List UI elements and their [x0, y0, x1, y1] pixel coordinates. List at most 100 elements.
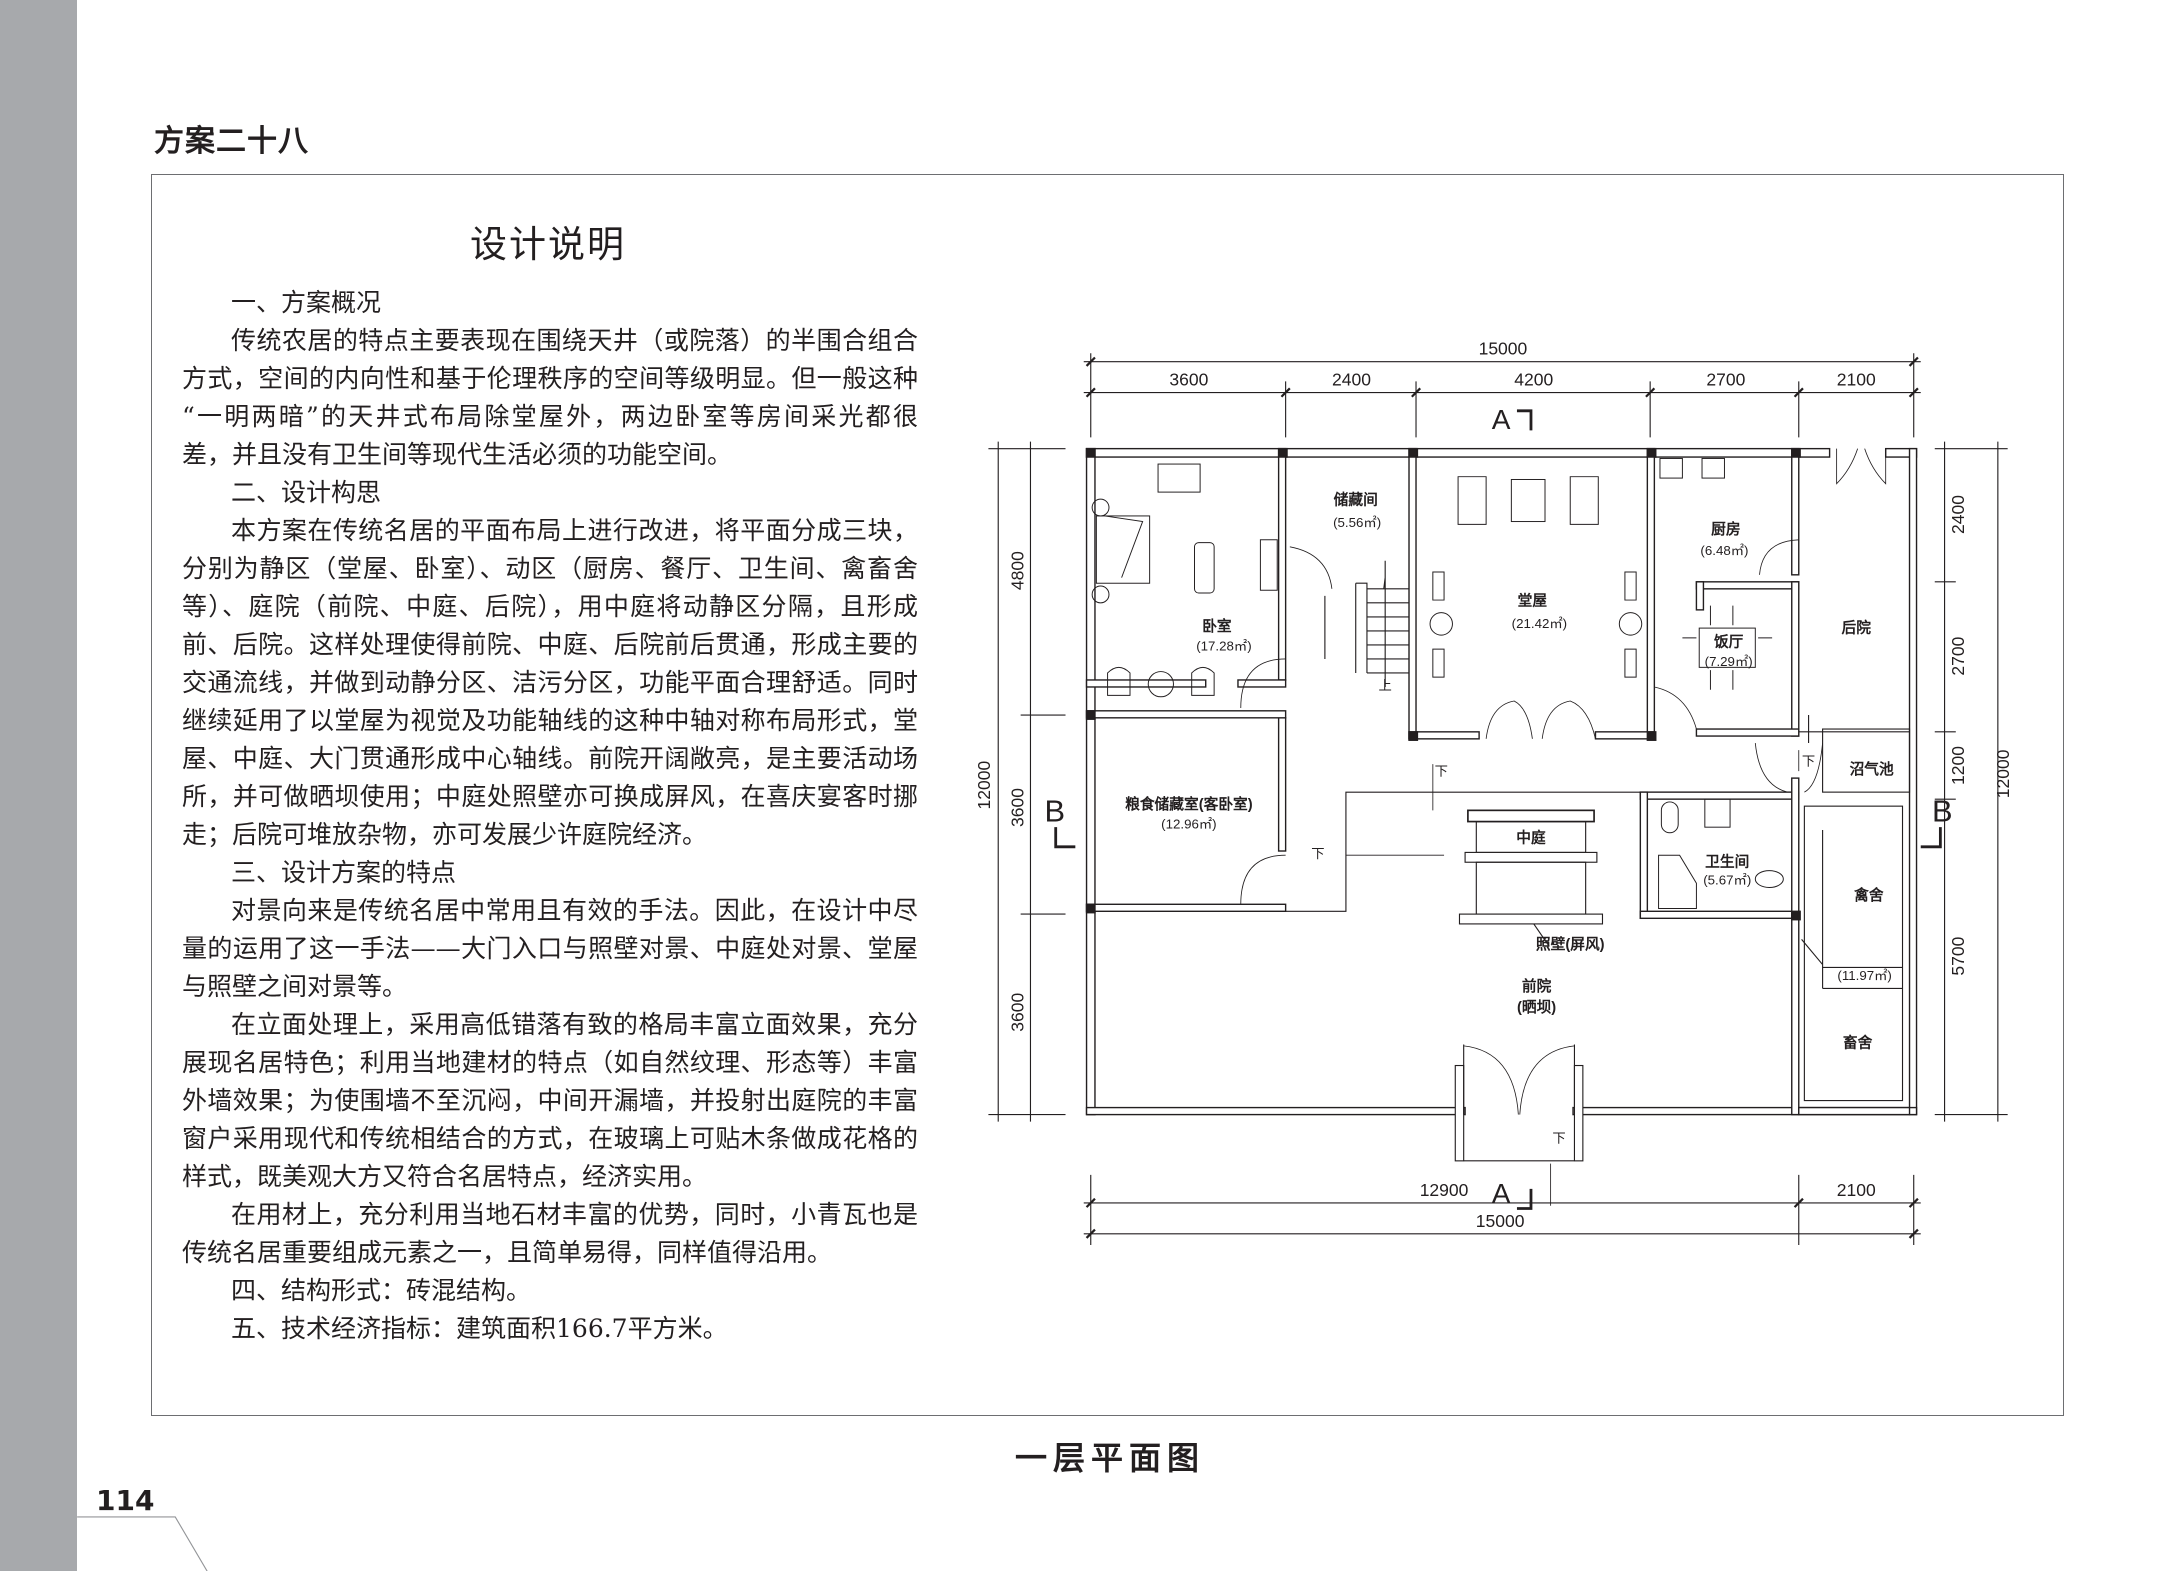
- text-line: 等）、庭院（前院、中庭、后院），用中庭将动静区分隔，且形成: [182, 592, 918, 621]
- dim-right: 2700: [1948, 636, 1968, 675]
- wall-segment: [1408, 731, 1480, 740]
- wall-segment: [1646, 447, 1656, 740]
- text-line: 在立面处理上，采用高低错落有致的格局丰富立面效果，充分: [231, 1010, 918, 1039]
- room-bedroom: 卧室: [1202, 617, 1232, 635]
- room-livestock: 畜舍: [1843, 1033, 1873, 1051]
- plan-caption: 一层平面图: [1015, 1439, 1206, 1477]
- wall-segment: [1639, 910, 1800, 920]
- wall-segment: [1798, 1106, 1911, 1116]
- wall-segment: [1572, 1106, 1918, 1116]
- dim-left: 3600: [1007, 993, 1027, 1032]
- text-line: 走；后院可堆放杂物，亦可发展少许庭院经济。: [182, 820, 708, 849]
- content-frame: [151, 174, 2064, 1416]
- column: [1408, 731, 1419, 741]
- wall-segment: [1695, 728, 1800, 737]
- step-down-label: 下: [1435, 763, 1448, 778]
- dim-left-total: 12000: [974, 761, 994, 810]
- room-frontyard: 前院: [1522, 977, 1552, 995]
- step-arrows: [1345, 750, 1800, 1206]
- main-gate: [1454, 1044, 1584, 1162]
- room-biogas: 沼气池: [1850, 760, 1894, 778]
- room-storage: 储藏间: [1334, 491, 1378, 509]
- scheme-title: 方案二十八: [154, 124, 309, 159]
- courtyard-edge: [1285, 791, 1641, 912]
- room-hall-area: (21.42㎡): [1512, 616, 1567, 631]
- column: [1646, 731, 1657, 741]
- text-line: 交通流线，并做到动静分区、洁污分区，功能平面合理舒适。同时: [182, 668, 918, 697]
- text-line: 在用材上，充分利用当地石材丰富的优势，同时，小青瓦也是: [231, 1200, 918, 1229]
- dim-bottom: 12900: [1420, 1180, 1469, 1200]
- room-kitchen-area: (6.48㎡): [1700, 543, 1748, 558]
- text-line: 所，并可做晒坝使用；中庭处照壁亦可换成屏风，在喜庆宴客时挪: [182, 782, 918, 811]
- dim-top: 4200: [1514, 370, 1553, 390]
- text-line: 外墙效果；为使围墙不至沉闷，中间开漏墙，并投射出庭院的丰富: [182, 1086, 918, 1115]
- column: [1085, 903, 1096, 914]
- wall-segment: [1085, 710, 1287, 719]
- text-line: 方式，空间的内向性和基于伦理秩序的空间等级明显。但一般这种: [182, 364, 918, 393]
- wall-segment: [1085, 1106, 1466, 1116]
- wall-segment: [1639, 791, 1649, 920]
- text-line: 传统名居重要组成元素之一，且简单易得，同样值得沿用。: [182, 1238, 833, 1267]
- room-bathroom: 卫生间: [1705, 852, 1749, 870]
- text-line: 差，并且没有卫生间等现代生活必须的功能空间。: [182, 440, 733, 469]
- section-mark-a-top: A: [1492, 404, 1511, 435]
- text-line: 前、后院。这样处理使得前院、中庭、后院前后贯通，形成主要的: [182, 630, 918, 659]
- dim-bottom-total: 15000: [1476, 1211, 1525, 1231]
- staircase: [1324, 560, 1410, 687]
- description-title: 设计说明: [470, 223, 626, 266]
- dim-right: 5700: [1948, 936, 1968, 975]
- bed-icon: [1095, 515, 1151, 584]
- dim-left: 3600: [1007, 788, 1027, 827]
- dim-top: 2700: [1706, 370, 1745, 390]
- wall-segment: [1639, 791, 1800, 800]
- dim-right-total: 12000: [1993, 749, 2013, 798]
- wall-segment: [1277, 447, 1287, 681]
- column: [1277, 447, 1288, 458]
- section-heading: 一、方案概况: [231, 288, 382, 317]
- text-line: 与照壁之间对景等。: [182, 972, 408, 1001]
- furniture: [1091, 457, 1784, 909]
- room-hall: 堂屋: [1518, 592, 1548, 610]
- section-heading: 四、结构形式：砖混结构。: [231, 1276, 532, 1305]
- screen-wall: [1458, 809, 1604, 947]
- room-dining: 饭厅: [1713, 632, 1744, 650]
- column: [1791, 447, 1801, 458]
- animal-sheds: [1798, 715, 1911, 1102]
- wall-segment: [1085, 679, 1207, 688]
- text-line: 对景向来是传统名居中常用且有效的手法。因此，在设计中尽: [231, 896, 918, 925]
- room-poultry-area: (11.97㎡): [1837, 968, 1891, 983]
- text-line: 本方案在传统名居的平面布局上进行改进，将平面分成三块，: [231, 516, 918, 545]
- column: [1085, 447, 1096, 458]
- wall-segment: [1791, 447, 1800, 576]
- step-down-label: 下: [1802, 753, 1815, 768]
- text-line: 分别为静区（堂屋、卧室）、动区（厨房、餐厅、卫生间、禽畜舍: [182, 554, 918, 583]
- room-grain-storage-area: (12.96㎡): [1161, 817, 1216, 832]
- column: [1085, 710, 1096, 720]
- section-heading: 二、设计构思: [231, 478, 382, 507]
- wall-segment: [1594, 731, 1656, 740]
- page-edge-strip: [0, 0, 77, 1571]
- wall-segment: [1237, 679, 1287, 688]
- dim-top: 2400: [1332, 370, 1371, 390]
- dim-top: 2100: [1837, 370, 1876, 390]
- wall-segment: [1695, 581, 1705, 611]
- section-mark-a-bottom: A: [1492, 1178, 1511, 1209]
- section-heading: 三、设计方案的特点: [231, 858, 457, 887]
- doors: [1240, 448, 1887, 905]
- room-bedroom-area: (17.28㎡): [1196, 639, 1251, 654]
- text-line: “一明两暗”的天井式布局除堂屋外，两边卧室等房间采光都很: [182, 402, 918, 431]
- page-corner-line: [77, 1516, 208, 1571]
- page-number: 114: [96, 1484, 155, 1517]
- screen-wall-label: 照壁(屏风): [1536, 935, 1605, 953]
- text-line: 量的运用了这一手法——大门入口与照壁对景、中庭处对景、堂屋: [182, 934, 918, 963]
- wall-segment: [1791, 581, 1800, 737]
- dim-top: 3600: [1169, 370, 1208, 390]
- text-line: 屋、中庭、大门贯通形成中心轴线。前院开阔敞亮，是主要活动场: [182, 744, 918, 773]
- dimension-lines: [988, 353, 2008, 1245]
- room-backyard: 后院: [1842, 618, 1872, 636]
- text-line: 传统农居的特点主要表现在围绕天井（或院落）的半围合组合: [231, 326, 918, 355]
- wall-segment: [1695, 581, 1800, 590]
- wall-segment: [1085, 447, 1831, 458]
- stair-up-label: 上: [1379, 678, 1392, 693]
